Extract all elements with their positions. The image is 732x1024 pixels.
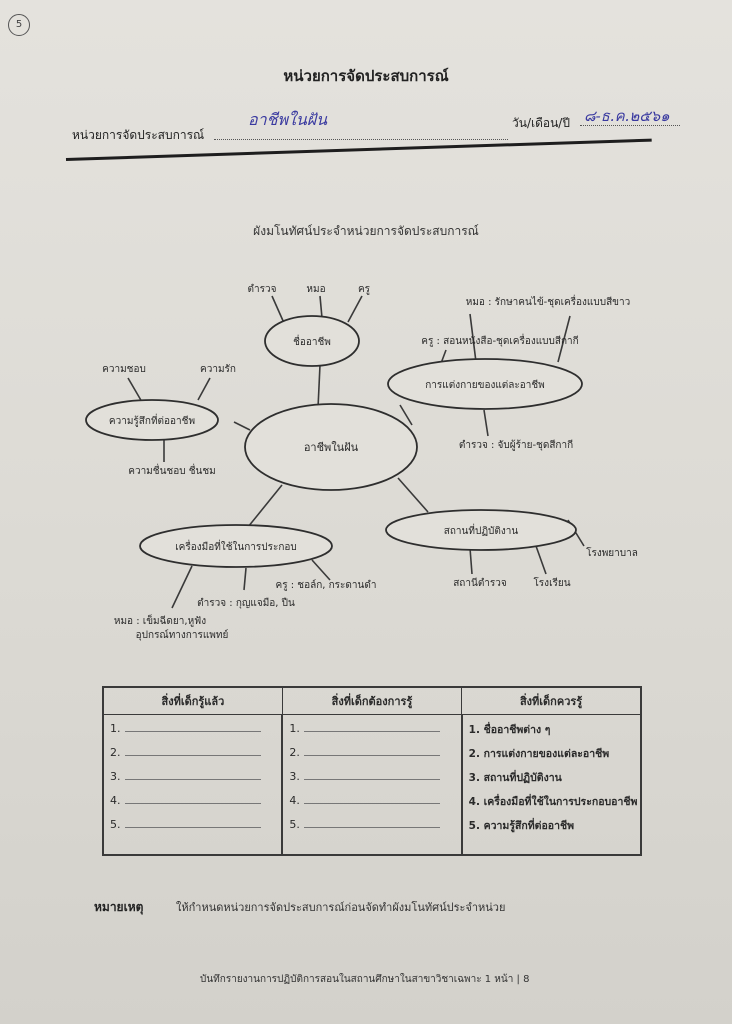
- node-tools: [139, 524, 333, 568]
- diagram-title: ผังมโนทัศน์ประจำหน่วยการจัดประสบการณ์: [253, 224, 479, 238]
- connector-police: [271, 295, 285, 324]
- page-corner-mark: 5: [8, 14, 30, 36]
- should-know-item: 1. ชื่ออาชีพต่าง ๆ: [468, 724, 551, 736]
- dress-label: การแต่งกายของแต่ละอาชีพ: [425, 379, 545, 391]
- note-label: หมายเหตุ: [94, 900, 144, 914]
- blank-line[interactable]: [124, 721, 261, 732]
- feeling-love: ความรัก: [200, 364, 236, 375]
- node-workplace: [385, 509, 577, 551]
- connector-center-dress: [399, 404, 413, 426]
- blank-line[interactable]: [303, 721, 440, 732]
- feeling-admire: ความชื่นชอบ ชื่นชม: [128, 463, 215, 477]
- want-column: 1. 2. 3. 4. 5.: [281, 714, 462, 855]
- connector-center-tools: [247, 484, 283, 528]
- header-want-to-know: สิ่งที่เด็กต้องการรู้: [281, 686, 463, 715]
- node-feelings: [85, 399, 219, 441]
- should-know-item: 2. การแต่งกายของแต่ละอาชีพ: [468, 748, 610, 760]
- node-careers: [264, 315, 360, 367]
- want-line: 4.: [289, 793, 454, 817]
- known-line: 1.: [110, 721, 275, 745]
- date-label: วัน/เดือน/ปี: [512, 116, 570, 130]
- tools-label: เครื่องมือที่ใช้ในการประกอบ: [175, 539, 296, 553]
- node-center: [244, 403, 418, 491]
- header-should-know: สิ่งที่เด็กควรรู้: [461, 686, 642, 715]
- known-column: 1. 2. 3. 4. 5.: [101, 714, 283, 855]
- workplace-hospital: โรงพยาบาล: [586, 546, 638, 559]
- unit-label: หน่วยการจัดประสบการณ์: [72, 128, 205, 142]
- blank-line[interactable]: [303, 817, 440, 828]
- unit-dotted-line: [214, 139, 508, 140]
- connector-center-workplace: [397, 477, 429, 513]
- blank-line[interactable]: [303, 793, 440, 804]
- known-line: 5.: [110, 817, 275, 841]
- career-police: ตำรวจ: [248, 284, 277, 295]
- feelings-label: ความรู้สึกที่ต่ออาชีพ: [109, 413, 195, 427]
- tool-doctor-extra: อุปกรณ์ทางการแพทย์: [136, 629, 229, 641]
- career-doctor: หมอ: [306, 284, 325, 295]
- should-know-item: 3. สถานที่ปฏิบัติงาน: [468, 772, 562, 784]
- note-text: ให้กำหนดหน่วยการจัดประสบการณ์ก่อนจัดทำผั…: [176, 901, 506, 914]
- connector-center-careers: [317, 364, 321, 409]
- dress-police: ตำรวจ : จับผู้ร้าย-ชุดสีกากี: [459, 439, 573, 451]
- unit-name-handwritten: อาชีพในฝัน: [248, 110, 328, 129]
- want-line: 2.: [289, 745, 454, 769]
- feeling-like: ความชอบ: [102, 364, 146, 375]
- connector-center-feelings: [233, 421, 251, 431]
- should-know-item: 4. เครื่องมือที่ใช้ในการประกอบอาชีพ: [468, 796, 638, 808]
- node-dress: [387, 358, 583, 410]
- date-value-handwritten: ๘-ธ.ค.๒๕๖๑: [584, 107, 670, 125]
- tool-teacher: ครู : ชอล์ก, กระดานดำ: [276, 579, 377, 591]
- should-know-item: 5. ความรู้สึกที่ต่ออาชีพ: [468, 820, 575, 832]
- blank-line[interactable]: [124, 793, 261, 804]
- blank-line[interactable]: [303, 745, 440, 756]
- workplace-police-station: สถานีตำรวจ: [453, 577, 507, 589]
- center-label: อาชีพในฝัน: [304, 441, 359, 454]
- known-line: 3.: [110, 769, 275, 793]
- workplace-label: สถานที่ปฏิบัติงาน: [444, 523, 519, 537]
- header-known: สิ่งที่เด็กรู้แล้ว: [102, 686, 283, 715]
- dress-teacher: ครู : สอนหนังสือ-ชุดเครื่องแบบสีกากี: [421, 333, 578, 347]
- blank-line[interactable]: [303, 769, 440, 780]
- workplace-school: โรงเรียน: [533, 576, 570, 589]
- tool-doctor: หมอ : เข็มฉีดยา,หูฟัง: [114, 613, 206, 627]
- dress-doctor: หมอ : รักษาคนไข้-ชุดเครื่องแบบสีขาว: [466, 294, 631, 308]
- tool-police: ตำรวจ : กุญแจมือ, ปืน: [197, 597, 295, 609]
- should-column: 1. ชื่ออาชีพต่าง ๆ 2. การแต่งกายของแต่ละ…: [460, 714, 641, 855]
- blank-line[interactable]: [124, 769, 261, 780]
- want-line: 1.: [289, 721, 454, 745]
- blank-line[interactable]: [124, 817, 261, 828]
- want-line: 3.: [289, 769, 454, 793]
- want-line: 5.: [289, 817, 454, 841]
- career-teacher: ครู: [358, 284, 371, 295]
- kwl-table: สิ่งที่เด็กรู้แล้ว สิ่งที่เด็กต้องการรู้…: [101, 686, 642, 856]
- page-title: หน่วยการจัดประสบการณ์: [283, 67, 449, 85]
- page-footer: บันทึกรายงานการปฏิบัติการสอนในสถานศึกษาใ…: [200, 974, 530, 985]
- blank-line[interactable]: [124, 745, 261, 756]
- known-line: 4.: [110, 793, 275, 817]
- careers-label: ชื่ออาชีพ: [293, 334, 331, 348]
- known-line: 2.: [110, 745, 275, 769]
- date-dotted-line: [580, 125, 680, 126]
